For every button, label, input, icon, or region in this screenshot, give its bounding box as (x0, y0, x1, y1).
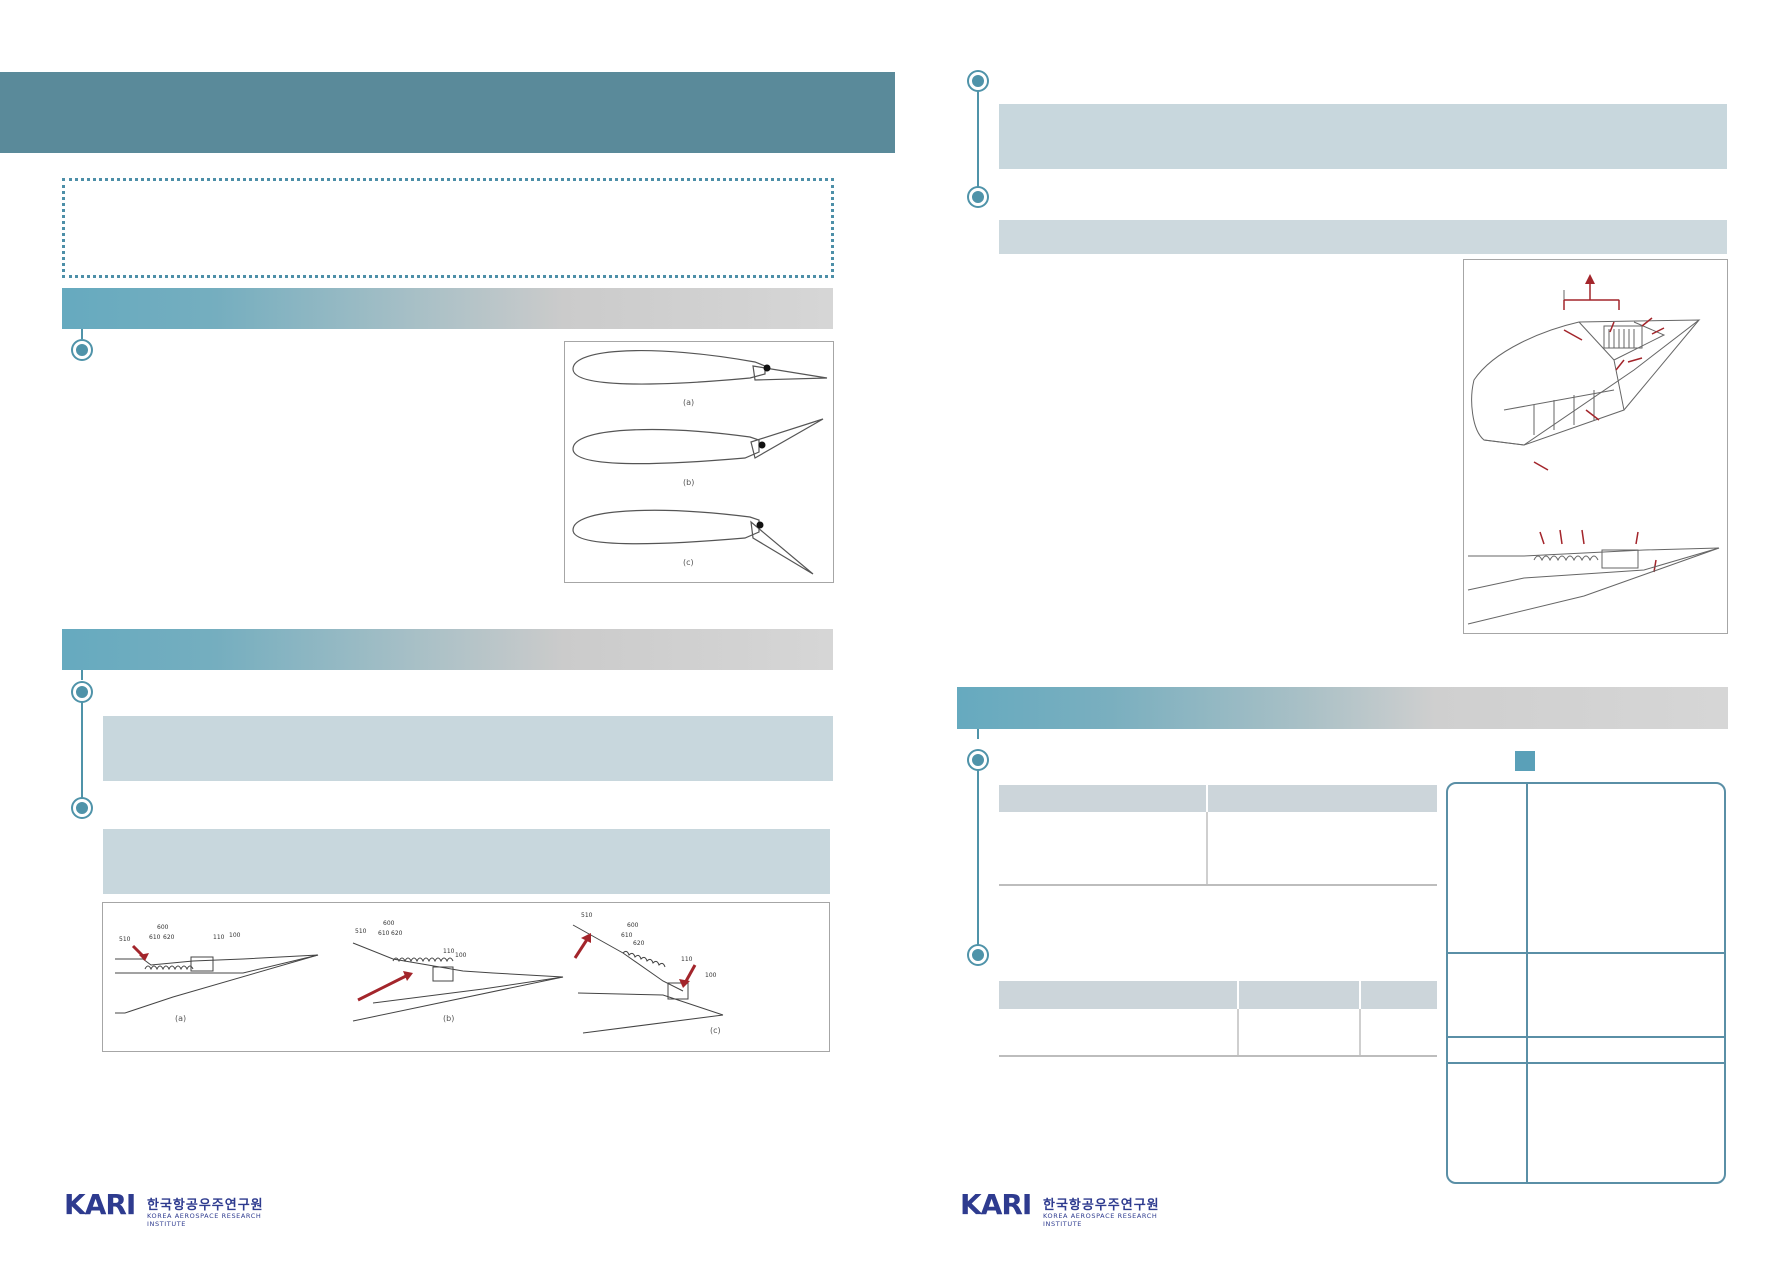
red-arrow (1609, 321, 1615, 333)
shaded-subheader (999, 220, 1727, 254)
red-arrow (1653, 559, 1657, 573)
part-label: 610 (149, 934, 161, 941)
bullet-point (73, 341, 91, 359)
part-label: 510 (119, 936, 131, 943)
bullet-timeline (977, 90, 979, 190)
red-arrow (357, 973, 409, 1002)
red-arrow (1581, 529, 1585, 545)
part-label: 610 (621, 932, 633, 939)
red-arrow (1585, 409, 1600, 421)
bullet-point (73, 799, 91, 817)
panel-column-divider (1526, 784, 1528, 1182)
table-header-divider (1359, 981, 1361, 1009)
hinge-point-b (758, 441, 766, 449)
wing-structure-diagram (1467, 274, 1720, 625)
figure-label-c: (c) (710, 1026, 721, 1035)
part-label: 620 (163, 934, 175, 941)
red-arrow (1615, 359, 1625, 371)
shaded-text-box (103, 829, 830, 894)
mechanism-diagrams: 510 600 610 620 110 100 510 600 610 620 … (115, 912, 724, 1035)
part-label: 510 (581, 912, 593, 919)
logo-english: KOREA AEROSPACE RESEARCH INSTITUTE (1043, 1212, 1158, 1228)
bullet-point (969, 188, 987, 206)
part-label: 600 (157, 924, 169, 931)
part-label: 600 (383, 920, 395, 927)
page-title-band (0, 72, 895, 153)
panel-row-divider (1448, 1062, 1724, 1064)
figure-label-a: (a) (683, 398, 694, 407)
bullet-point (969, 751, 987, 769)
figure-label-c: (c) (683, 558, 694, 567)
summary-box (62, 178, 834, 278)
section-header-bar-3 (957, 687, 1728, 729)
table-header (999, 981, 1437, 1009)
section-connector (977, 729, 979, 739)
part-label: 110 (213, 934, 225, 941)
red-arrow (1563, 329, 1583, 341)
wing-structure-figure (1463, 259, 1728, 634)
logo-english: KOREA AEROSPACE RESEARCH INSTITUTE (147, 1212, 262, 1228)
red-arrow (1635, 531, 1639, 545)
part-label: 620 (633, 940, 645, 947)
section-header-bar-2 (62, 629, 833, 670)
bullet-point (969, 946, 987, 964)
logo-wordmark: KARI (64, 1188, 136, 1221)
figure-label-b: (b) (683, 478, 694, 487)
airfoil-figure: (a) (b) (c) (564, 341, 834, 583)
red-arrow (683, 964, 697, 984)
red-arrow (573, 937, 590, 959)
bullet-timeline (81, 701, 83, 808)
table-column-divider (1359, 1009, 1361, 1055)
part-label: 510 (355, 928, 367, 935)
table-header (999, 785, 1437, 812)
red-arrow (1533, 461, 1549, 471)
table-bottom-rule (999, 884, 1437, 886)
part-label: 600 (627, 922, 639, 929)
mechanism-figure: 510 600 610 620 110 100 510 600 610 620 … (102, 902, 830, 1052)
bullet-point (73, 683, 91, 701)
info-panel (1446, 782, 1726, 1184)
part-label: 100 (229, 932, 241, 939)
table-column-divider (1206, 812, 1208, 884)
figure-label-b: (b) (443, 1014, 454, 1023)
shaded-text-box (999, 104, 1727, 169)
panel-row-divider (1448, 1036, 1724, 1038)
panel-row-divider (1448, 952, 1724, 954)
part-label: 610 (378, 930, 390, 937)
kari-logo-right: KARI 한국항공우주연구원 KOREA AEROSPACE RESEARCH … (960, 1180, 1160, 1228)
shaded-text-box (103, 716, 833, 781)
red-arrow (1559, 529, 1563, 545)
red-arrow (1627, 357, 1643, 363)
section-connector (81, 329, 83, 339)
part-label: 110 (681, 956, 693, 963)
red-arrow (1539, 531, 1545, 545)
section-header-bar-1 (62, 288, 833, 329)
bullet-timeline (977, 769, 979, 954)
bullet-point (969, 72, 987, 90)
hinge-point-c (756, 521, 764, 529)
table-header-divider (1206, 785, 1208, 812)
red-arrow (1641, 317, 1653, 327)
part-label: 110 (443, 948, 455, 955)
logo-korean: 한국항공우주연구원 (1043, 1198, 1160, 1213)
hinge-point-a (763, 364, 771, 372)
section-connector (81, 670, 83, 680)
part-label: 100 (455, 952, 467, 959)
red-arrow (1651, 327, 1665, 335)
logo-wordmark: KARI (960, 1188, 1032, 1221)
panel-marker (1515, 751, 1535, 771)
arrow-head (1585, 274, 1595, 284)
kari-logo-left: KARI 한국항공우주연구원 KOREA AEROSPACE RESEARCH … (64, 1180, 264, 1228)
part-label: 100 (705, 972, 717, 979)
part-label: 620 (391, 930, 403, 937)
table-header-divider (1237, 981, 1239, 1009)
airfoil-diagram: (a) (b) (c) (572, 350, 828, 575)
logo-korean: 한국항공우주연구원 (147, 1198, 264, 1213)
table-bottom-rule (999, 1055, 1437, 1057)
table-column-divider (1237, 1009, 1239, 1055)
figure-label-a: (a) (175, 1014, 186, 1023)
